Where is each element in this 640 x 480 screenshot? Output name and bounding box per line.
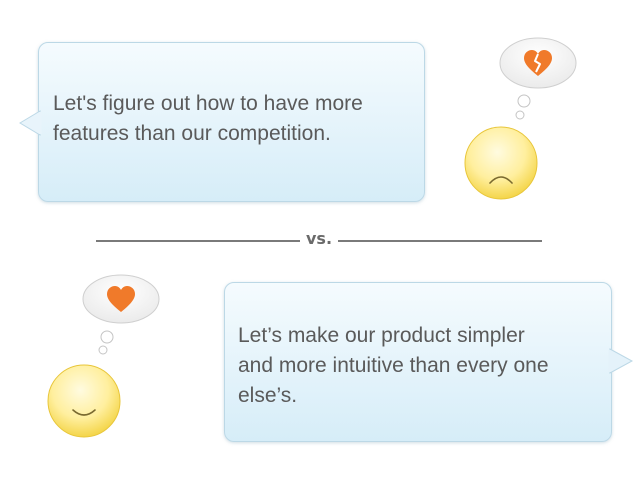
speech-bubble-tail: [608, 348, 634, 374]
smiling-face-icon: [47, 364, 121, 438]
divider-line-right: [338, 240, 542, 242]
bottom-speech-bubble: Let’s make our product simpler and more …: [224, 282, 634, 442]
bottom-thought-cloud: [82, 274, 160, 355]
top-bubble-message: Let's figure out how to have more featur…: [53, 92, 363, 145]
divider-line-left: [96, 240, 300, 242]
heart-icon: [107, 286, 135, 312]
bottom-bubble-message: Let’s make our product simpler and more …: [238, 324, 549, 407]
top-thought-cloud: [499, 37, 577, 120]
frowning-face-icon: [464, 126, 538, 200]
speech-bubble-tail: [19, 110, 42, 136]
broken-heart-icon: [524, 50, 552, 76]
top-speech-bubble: Let's figure out how to have more featur…: [19, 42, 425, 202]
vs-label: vs.: [305, 229, 333, 248]
